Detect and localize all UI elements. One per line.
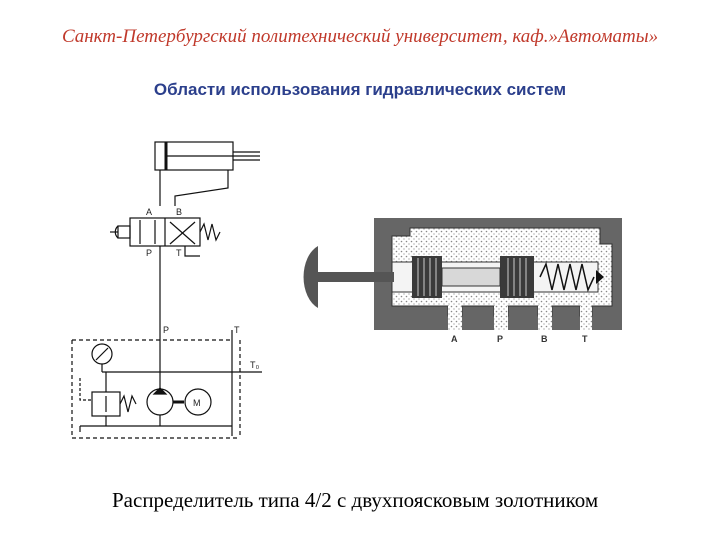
spool-land-right: [500, 256, 534, 298]
section-port-t: T: [582, 334, 588, 344]
line-t-label: T: [234, 325, 240, 335]
slide-title: Области использования гидравлических сис…: [153, 80, 567, 99]
push-rod: [316, 272, 394, 282]
push-button-icon: [303, 246, 318, 308]
section-port-a: A: [451, 334, 458, 344]
header-university: Санкт-Петербургский политехнический унив…: [61, 26, 659, 47]
return-spring: [539, 261, 595, 293]
motor-icon: [184, 388, 212, 416]
port-t-label: T: [176, 248, 182, 258]
port-b-label: B: [176, 207, 182, 217]
section-port-b: B: [541, 334, 548, 344]
motor-label: M: [193, 398, 201, 408]
port-a-label: A: [146, 207, 152, 217]
tank-label: T₀: [250, 360, 259, 370]
port-p-label: P: [146, 248, 152, 258]
section-port-p: P: [497, 334, 503, 344]
diagram-caption: Распределитель типа 4/2 с двухпоясковым …: [112, 488, 599, 512]
spool-land-left: [412, 256, 442, 298]
line-p-label: P: [163, 325, 169, 335]
